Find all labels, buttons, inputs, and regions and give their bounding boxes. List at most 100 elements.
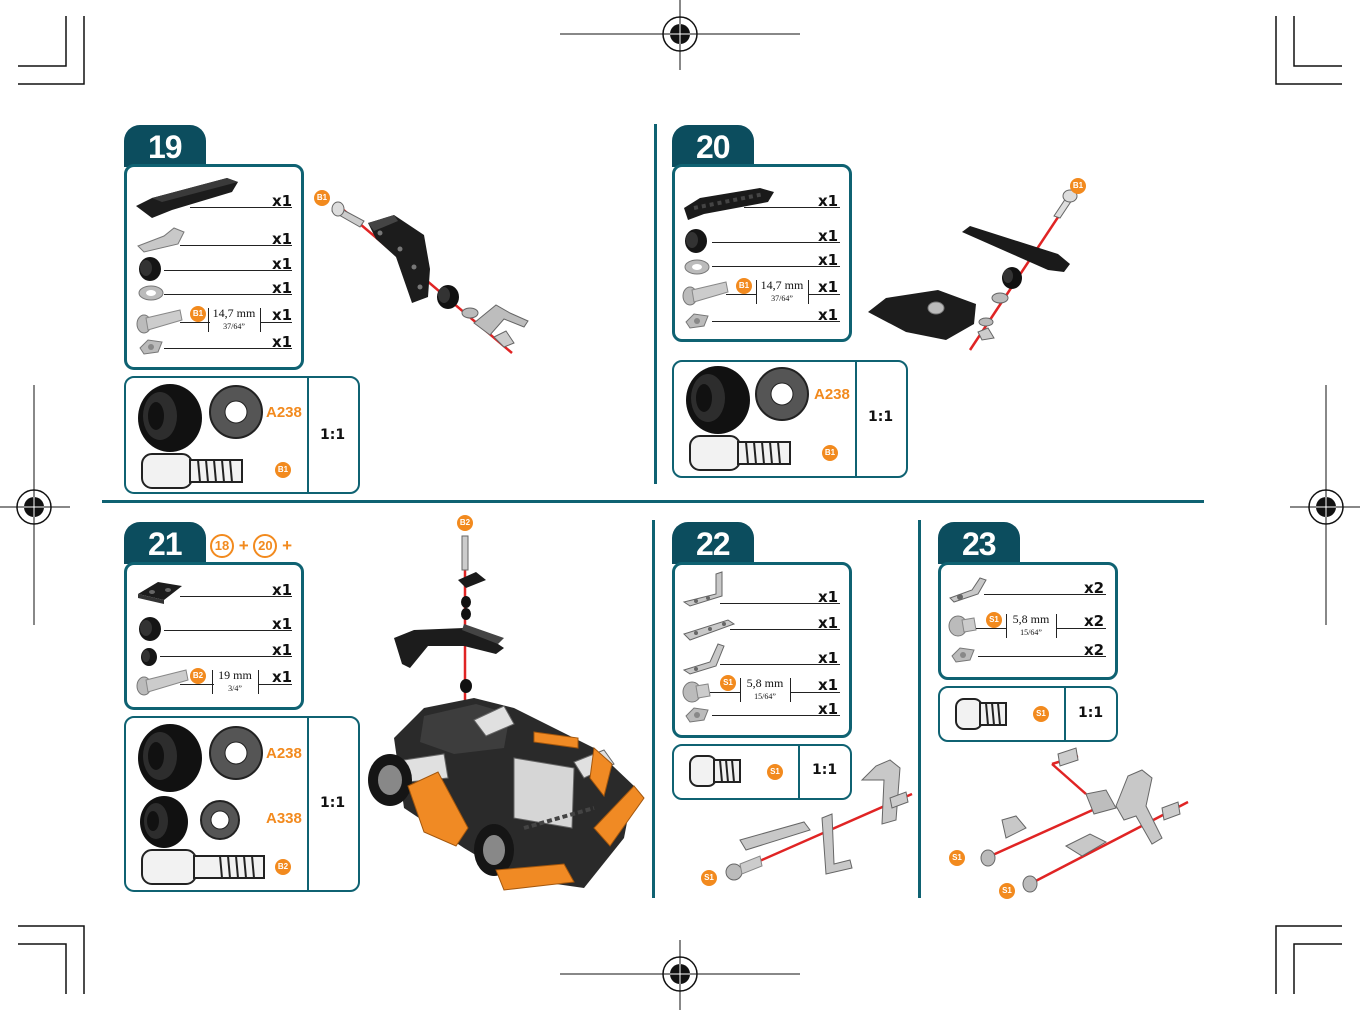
part-qty: x1 (272, 668, 292, 686)
part-code-badge: S1 (986, 612, 1002, 628)
registration-mark-top (560, 0, 800, 70)
spacer-1to1-icon (134, 722, 204, 792)
part-qty: x1 (818, 306, 838, 324)
part-qty: x1 (818, 676, 838, 694)
length-inch: 37/64” (208, 320, 260, 333)
washer-icon (137, 283, 167, 303)
angle-bracket-icon (946, 574, 996, 604)
bolt-1to1-icon (688, 432, 808, 472)
screw-1to1-icon (954, 697, 1014, 731)
step-number: 22 (672, 522, 754, 564)
black-plate-icon (132, 172, 242, 222)
part-code-label: A238 (814, 386, 850, 403)
screw-icon (682, 678, 712, 704)
measure-tick (1056, 614, 1057, 638)
part-code-badge: S1 (720, 675, 736, 691)
part-qty: x1 (272, 581, 292, 599)
scale-ratio: 1:1 (320, 427, 345, 443)
part-code-badge: B1 (736, 278, 752, 294)
part-qty: x1 (272, 615, 292, 633)
screw-length: 5,8 mm 15/64” (740, 677, 790, 703)
part-qty: x1 (818, 278, 838, 296)
part-qty: x1 (818, 227, 838, 245)
bolt-length: 14,7 mm 37/64” (756, 279, 808, 305)
spacer-1to1-icon (682, 364, 752, 434)
length-mm: 5,8 mm (747, 676, 784, 690)
angle-bracket-icon (680, 568, 740, 608)
ref-step-badge: 20 (253, 534, 277, 558)
part-code-badge: B1 (190, 306, 206, 322)
step-number: 19 (124, 125, 206, 167)
part-code-badge: S1 (1033, 706, 1049, 722)
scale-divider (307, 718, 309, 890)
black-block-icon (136, 576, 186, 606)
callout-badge: S1 (999, 883, 1015, 899)
part-qty: x1 (272, 255, 292, 273)
part-code-label: A338 (266, 810, 302, 827)
part-code-label: A238 (266, 404, 302, 421)
black-beam-icon (680, 186, 780, 226)
washer-1to1-icon (754, 366, 810, 422)
part-qty: x1 (818, 614, 838, 632)
small-washer-1to1-icon (198, 798, 242, 842)
washer-1to1-icon (208, 384, 264, 440)
part-qty: x1 (818, 700, 838, 718)
length-mm: 14,7 mm (761, 278, 804, 292)
length-mm: 19 mm (218, 668, 252, 682)
part-qty: x2 (1084, 579, 1104, 597)
part-qty: x1 (818, 588, 838, 606)
step-20-assembly-illustration (866, 182, 1086, 352)
step-number: 20 (672, 125, 754, 167)
spacer-icon (682, 226, 712, 256)
screw-length: 5,8 mm 15/64” (1006, 613, 1056, 639)
ref-step-badge: 18 (210, 534, 234, 558)
scale-ratio: 1:1 (1078, 705, 1103, 721)
scale-divider (855, 362, 857, 476)
part-qty: x2 (1084, 641, 1104, 659)
nut-icon (684, 312, 714, 332)
part-leader-line (976, 628, 1006, 629)
callout-badge: B1 (314, 190, 330, 206)
part-qty: x1 (272, 333, 292, 351)
washer-icon (683, 257, 713, 277)
screw-icon (948, 612, 978, 638)
step-number: 21 (124, 522, 206, 564)
measure-tick (260, 308, 261, 332)
step-19-assembly-illustration (320, 195, 540, 355)
part-leader-line (180, 322, 210, 323)
length-mm: 14,7 mm (213, 306, 256, 320)
step-references: 18 + 20 + (210, 534, 292, 556)
measure-tick (808, 280, 809, 304)
spacer-1to1-icon (134, 382, 204, 452)
callout-badge: S1 (949, 850, 965, 866)
part-code-badge: B2 (190, 668, 206, 684)
length-inch: 3/4” (212, 682, 258, 695)
divider-vertical-top (654, 124, 657, 484)
step-22-assembly-illustration (700, 750, 920, 890)
nut-icon (950, 646, 980, 666)
step-number: 23 (938, 522, 1020, 564)
spacer-icon (136, 254, 166, 284)
scale-divider (307, 378, 309, 492)
registration-mark-left (0, 385, 70, 625)
part-code-badge: B1 (822, 445, 838, 461)
part-qty: x1 (272, 279, 292, 297)
washer-1to1-icon (208, 725, 264, 781)
angle-bracket-icon (680, 638, 740, 678)
length-inch: 15/64” (1006, 626, 1056, 639)
part-qty: x1 (818, 192, 838, 210)
part-leader-line (180, 684, 214, 685)
step-21-car-assembly-illustration (364, 528, 654, 898)
ref-plus: + (282, 536, 292, 555)
part-code-label: A238 (266, 745, 302, 762)
scale-divider (1064, 688, 1066, 740)
bracket-icon (134, 222, 194, 252)
bolt-icon (136, 306, 186, 336)
small-spacer-1to1-icon (136, 794, 192, 850)
part-qty: x1 (818, 251, 838, 269)
bolt-1to1-icon (140, 450, 260, 490)
registration-mark-right (1290, 385, 1360, 625)
step-23-assembly-illustration (966, 746, 1216, 896)
spacer-icon (136, 614, 166, 644)
scale-ratio: 1:1 (868, 409, 893, 425)
